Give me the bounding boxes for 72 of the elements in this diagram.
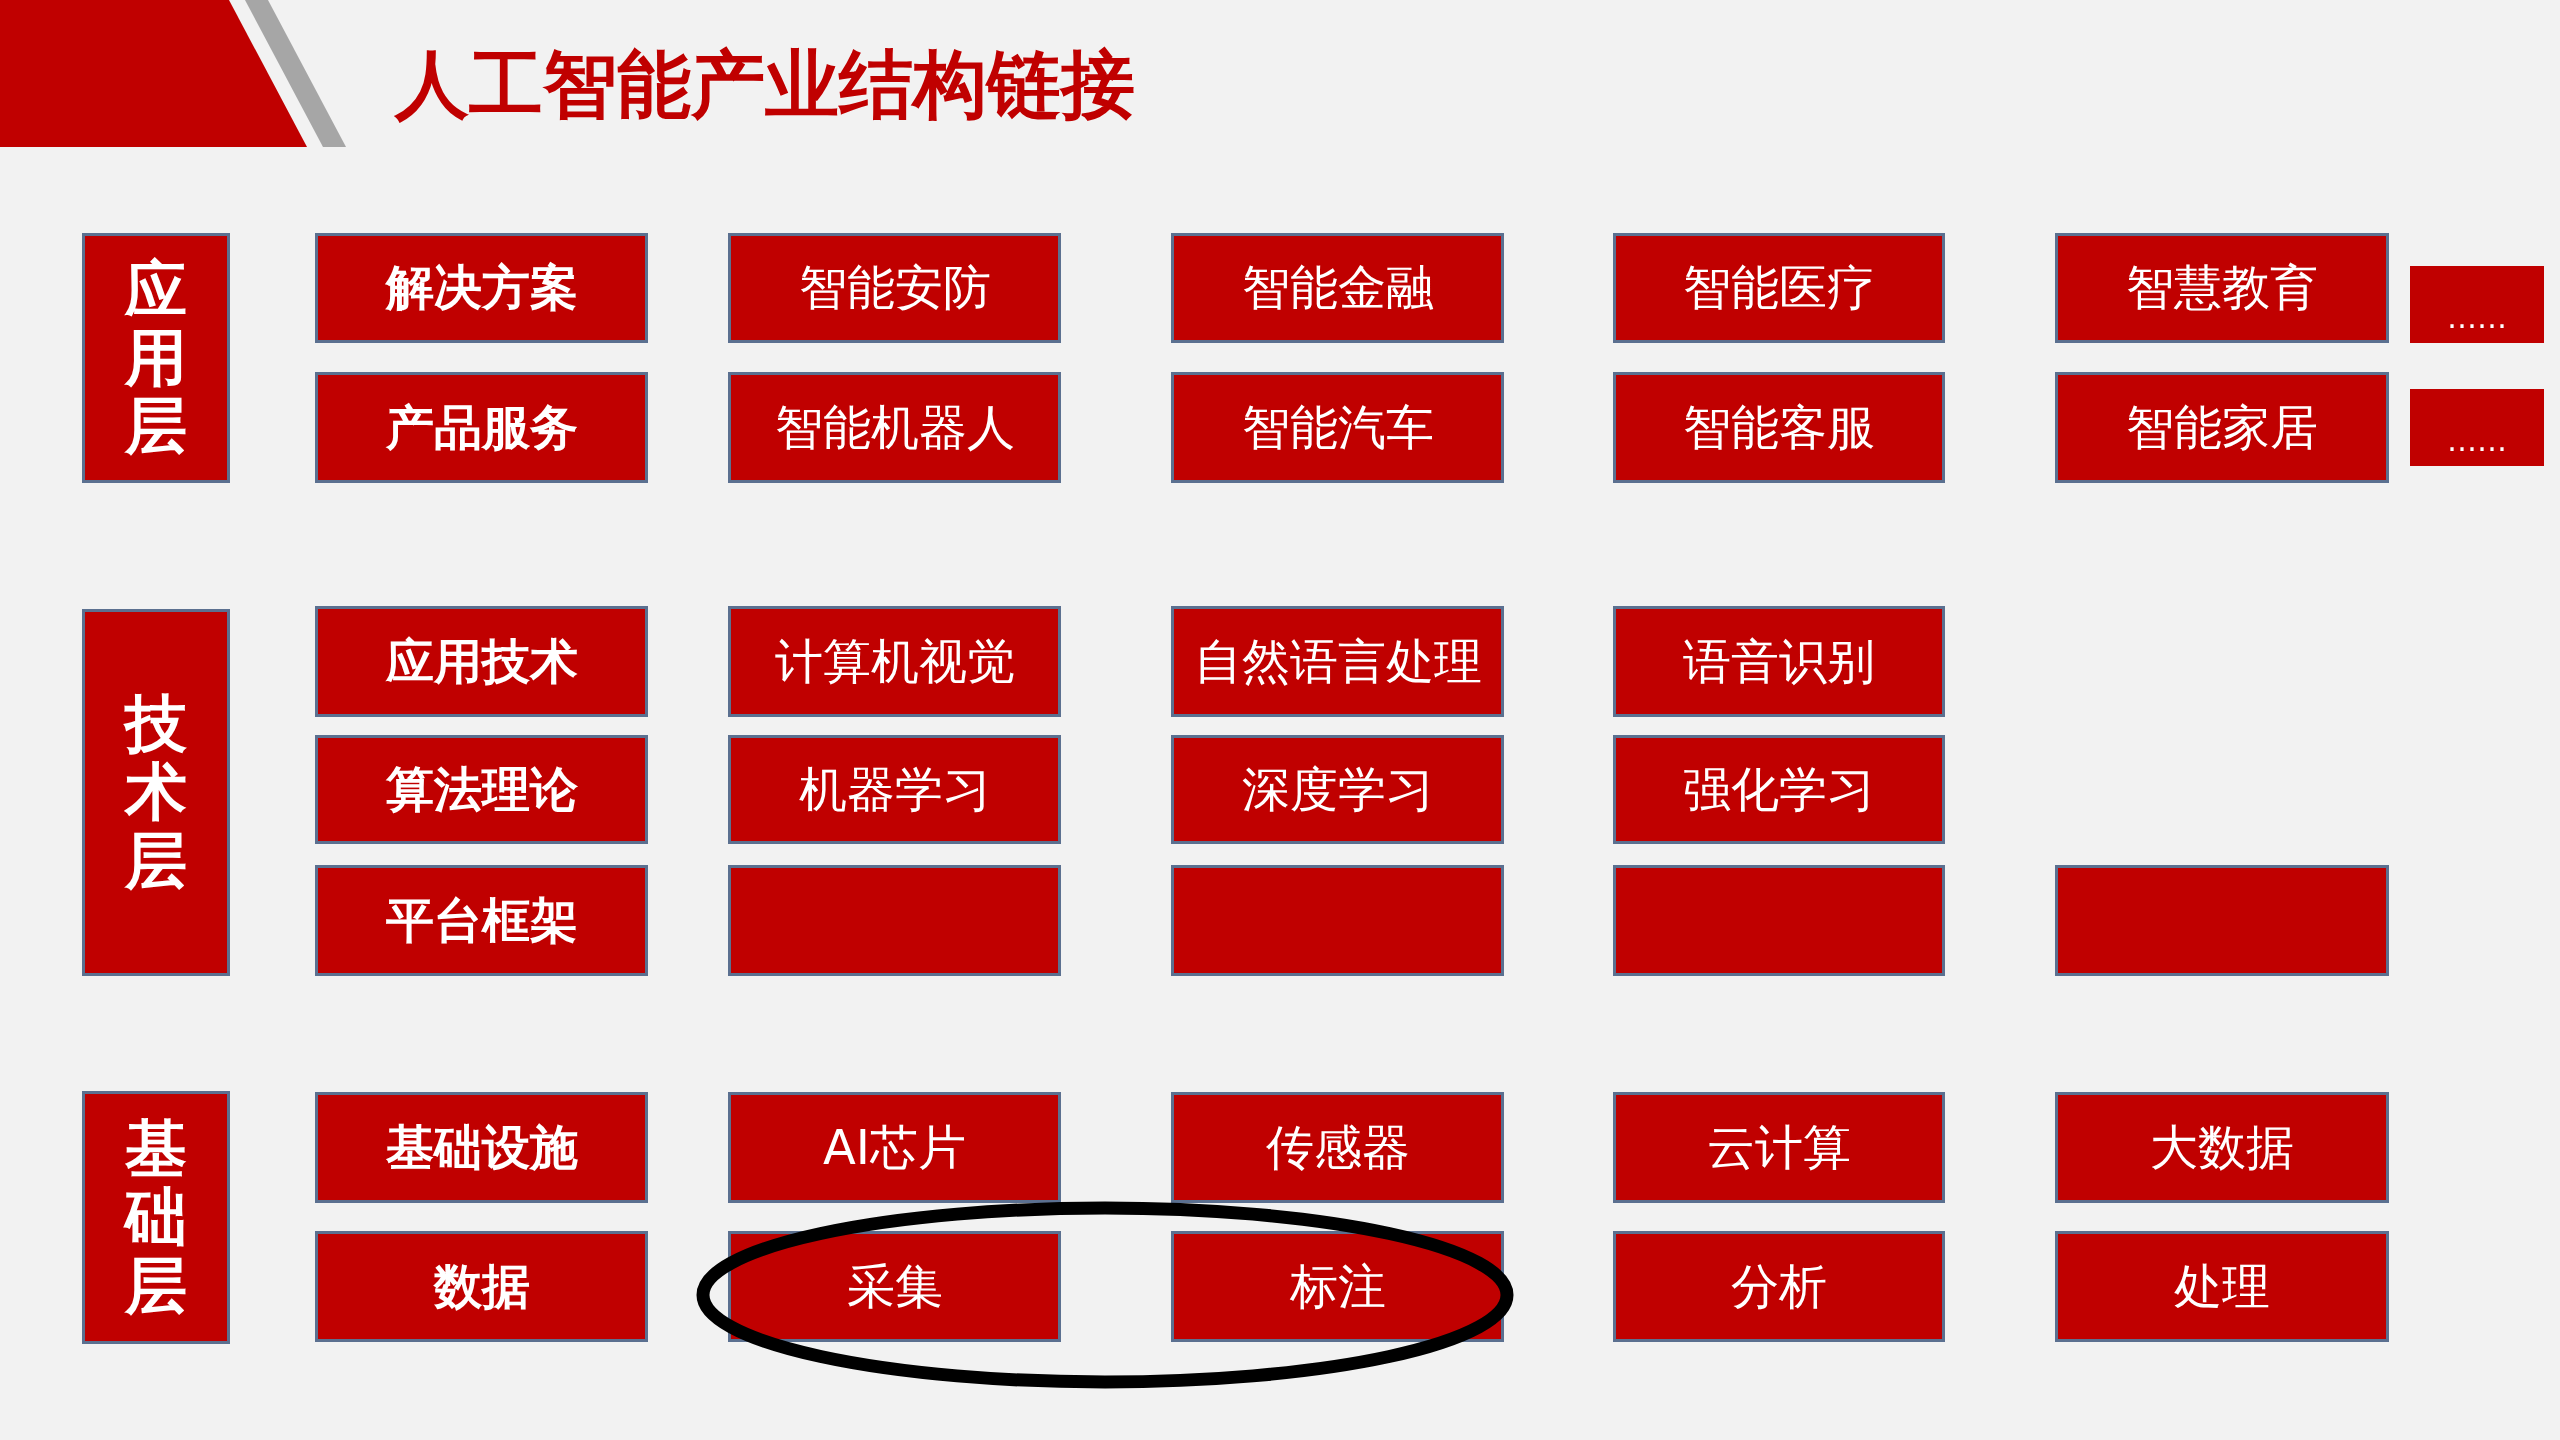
category-box (315, 1231, 648, 1342)
item-label: 智慧教育 (2126, 258, 2318, 317)
item-label: …… (2447, 300, 2507, 337)
row-heading: 数据 (433, 1256, 530, 1316)
item-label: …… (2447, 423, 2507, 460)
item-label: 处理 (2174, 1256, 2270, 1316)
item-label: 分析 (1731, 1256, 1827, 1316)
item-label: 智能家居 (2126, 397, 2318, 457)
category-box (2410, 266, 2544, 343)
item-label: 智能安防 (798, 258, 991, 317)
item-label: 计算机视觉 (774, 631, 1015, 691)
category-box (1613, 1231, 1945, 1342)
category-box (1171, 233, 1504, 343)
category-box (1613, 233, 1945, 343)
highlight-ellipse (696, 1201, 1514, 1389)
title: 人工智能产业结构链接 (395, 40, 1135, 129)
item-label: 深度学习 (1241, 759, 1434, 819)
category-box (728, 372, 1061, 483)
item-label: 采集 (846, 1256, 943, 1316)
category-box (728, 606, 1061, 717)
item-label: 智能客服 (1683, 397, 1875, 457)
item-label: 智能机器人 (774, 397, 1015, 457)
item-label: 智能金融 (1241, 258, 1434, 317)
category-box (1171, 735, 1504, 844)
layer-box (82, 609, 230, 976)
category-box (1171, 606, 1504, 717)
category-box (315, 735, 648, 844)
item-label: 强化学习 (1683, 759, 1875, 819)
category-box (1613, 1092, 1945, 1203)
category-box (315, 865, 648, 976)
row-heading: 平台框架 (385, 890, 578, 950)
row-heading: 基础设施 (385, 1117, 578, 1177)
item-label: 机器学习 (798, 759, 991, 819)
layer-box (82, 1091, 230, 1344)
category-box (1613, 606, 1945, 717)
category-box (2055, 865, 2389, 976)
row-heading: 算法理论 (385, 759, 578, 819)
item-label: 大数据 (2150, 1117, 2294, 1177)
layer-box (82, 233, 230, 483)
item-label: 智能汽车 (1241, 397, 1434, 457)
category-box (1613, 372, 1945, 483)
category-box (728, 1092, 1061, 1203)
layer-label: 应用层 (125, 255, 187, 461)
category-box (1613, 865, 1945, 976)
category-box (1171, 1092, 1504, 1203)
row-heading: 应用技术 (385, 631, 578, 691)
category-box (315, 233, 648, 343)
category-box (728, 233, 1061, 343)
category-box (2055, 1092, 2389, 1203)
category-box (728, 865, 1061, 976)
row-heading: 产品服务 (385, 397, 578, 457)
layer-label: 技术层 (125, 690, 187, 895)
category-box (1613, 735, 1945, 844)
item-label: 智能医疗 (1683, 258, 1875, 317)
item-label: 自然语言处理 (1193, 631, 1482, 691)
item-label: 云计算 (1707, 1117, 1851, 1177)
item-label: 标注 (1289, 1256, 1386, 1316)
category-box (2055, 372, 2389, 483)
category-box (315, 1092, 648, 1203)
category-box (2055, 1231, 2389, 1342)
item-label: AI芯片 (823, 1117, 966, 1177)
category-box (1171, 865, 1504, 976)
item-label: 传感器 (1265, 1117, 1410, 1177)
category-box (315, 606, 648, 717)
category-box (315, 372, 648, 483)
category-box (1171, 372, 1504, 483)
item-label: 语音识别 (1683, 631, 1875, 691)
layer-label: 基础层 (125, 1115, 187, 1320)
row-heading: 解决方案 (385, 258, 578, 317)
category-box (2410, 389, 2544, 466)
category-box (728, 735, 1061, 844)
category-box (2055, 233, 2389, 343)
